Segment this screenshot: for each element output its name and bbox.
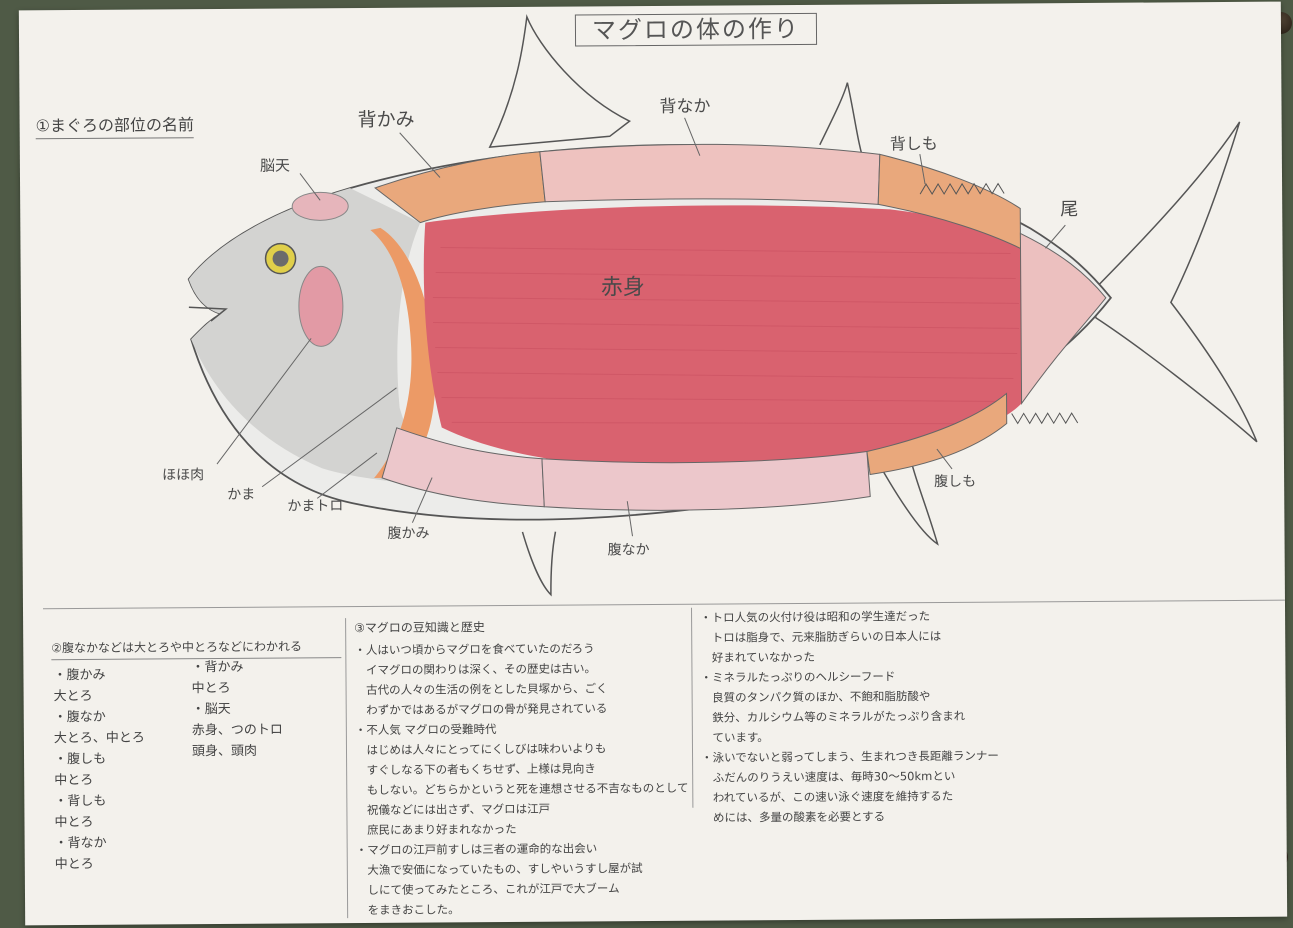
senaka-band [540, 143, 880, 207]
poster: マグロの体の作り ①まぐろの部位の名前 [19, 2, 1287, 926]
label-akami: 赤身 [601, 275, 645, 300]
label-o: 尾 [1060, 199, 1078, 220]
list-item: 中とろ [55, 854, 146, 876]
label-haranaka: 腹なか [608, 541, 650, 558]
section3-line: すぐしなる下の者もくちせず、上様は見向き [355, 758, 695, 780]
anal-fin [882, 464, 938, 544]
section4-line: ています。 [701, 725, 1061, 748]
list-item: ・背かみ [191, 657, 282, 679]
section4-line: ・トロ人気の火付け役は昭和の学生達だった [700, 605, 1060, 628]
label-harashimo: 腹しも [934, 473, 976, 490]
section3-line: ・不人気 マグロの受難時代 [355, 718, 695, 740]
section3-line: 庶民にあまり好まれなかった [355, 818, 695, 840]
section2-left-list: ・腹かみ 大とろ ・腹なか 大とろ、中とろ ・腹しも 中とろ ・背しも 中とろ … [53, 665, 145, 876]
list-item: 中とろ [54, 812, 145, 834]
list-item: 中とろ [191, 678, 282, 700]
section3-line: 祝儀などには出さず、マグロは江戸 [355, 798, 695, 820]
section4-line: ・泳いでないと弱ってしまう、生まれつき長距離ランナー [701, 745, 1061, 768]
list-item: ・腹なか [54, 707, 145, 729]
section3-line: ・マグロの江戸前すしは三者の運命的な出会い [356, 838, 696, 860]
section3-heading: ③マグロの豆知識と歴史 [354, 616, 694, 638]
section4-line: ふだんのりうえい速度は、毎時30〜50kmとい [701, 765, 1061, 788]
list-item: 赤身、つのトロ [192, 720, 283, 742]
akami-region [423, 203, 1022, 471]
pelvic-fin [522, 532, 555, 595]
label-harakami: 腹かみ [387, 525, 429, 542]
section4-line: 好まれていなかった [700, 645, 1060, 668]
list-item: ・脳天 [192, 699, 283, 721]
label-kamatoro: かまトロ [287, 498, 343, 514]
list-item: 頭身、頭肉 [192, 741, 283, 763]
dorsal-fin [489, 16, 630, 147]
section3: ③マグロの豆知識と歴史 ・人はいつ頃からマグロを食べていたのだろう イマグロの関… [345, 616, 696, 918]
section2-right-list: ・背かみ 中とろ ・脳天 赤身、つのトロ 頭身、頭肉 [191, 657, 283, 763]
eye-pupil [273, 251, 289, 267]
list-item: 大とろ、中とろ [54, 728, 145, 750]
section4-line: われているが、この速い泳ぐ速度を維持するた [701, 785, 1061, 808]
nouten-patch [292, 192, 348, 220]
list-item: 大とろ [54, 686, 145, 708]
label-nouten: 脳天 [260, 157, 290, 175]
section3-line: はじめは人々にとってにくしびは味わいよりも [355, 738, 695, 760]
section4: ・トロ人気の火付け役は昭和の学生達だった トロは脂身で、元来脂肪ぎらいの日本人に… [691, 605, 1061, 808]
section4-line: めには、多量の酸素を必要とする [701, 805, 1061, 828]
list-item: ・背なか [55, 833, 146, 855]
list-item: ・腹しも [54, 749, 145, 771]
section3-line: もしない。どちらかというと死を連想させる不吉なものとして [355, 778, 695, 800]
tail-fin [1090, 122, 1257, 443]
list-item: 中とろ [54, 770, 145, 792]
label-seshimo: 背しも [890, 134, 938, 153]
section3-line: をまきおこした。 [356, 898, 696, 920]
section4-line: ・ミネラルたっぷりのヘルシーフード [700, 665, 1060, 688]
label-hohoniku: ほほ肉 [162, 467, 204, 483]
section3-line: イマグロの関わりは深く、その歴史は古い。 [354, 658, 694, 680]
section3-line: ・人はいつ頃からマグロを食べていたのだろう [354, 638, 694, 660]
section3-line: しにて使ってみたところ、これが江戸で大ブーム [356, 878, 696, 900]
section4-line: 鉄分、カルシウム等のミネラルがたっぷり含まれ [701, 705, 1061, 728]
label-sekami: 背かみ [358, 109, 415, 131]
section3-line: 大漁で安価になっていたもの、すしやいうすし屋が試 [356, 858, 696, 880]
label-senaka: 背なか [659, 97, 710, 117]
hohoniku-patch [299, 266, 344, 346]
section4-line: 良質のタンパク質のほか、不飽和脂肪酸や [701, 685, 1061, 708]
label-kama: かま [227, 487, 255, 503]
section4-line: トロは脂身で、元来脂肪ぎらいの日本人には [700, 625, 1060, 648]
tuna-diagram: 脳天 背かみ 背なか 背しも 尾 赤身 ほほ肉 かま かまトロ 腹かみ 腹なか … [19, 2, 1285, 611]
section3-line: 古代の人々の生活の例をとした貝塚から、ごく [355, 678, 695, 700]
section3-line: わずかではあるがマグロの骨が発見されている [355, 698, 695, 720]
list-item: ・腹かみ [53, 665, 144, 687]
list-item: ・背しも [54, 791, 145, 813]
